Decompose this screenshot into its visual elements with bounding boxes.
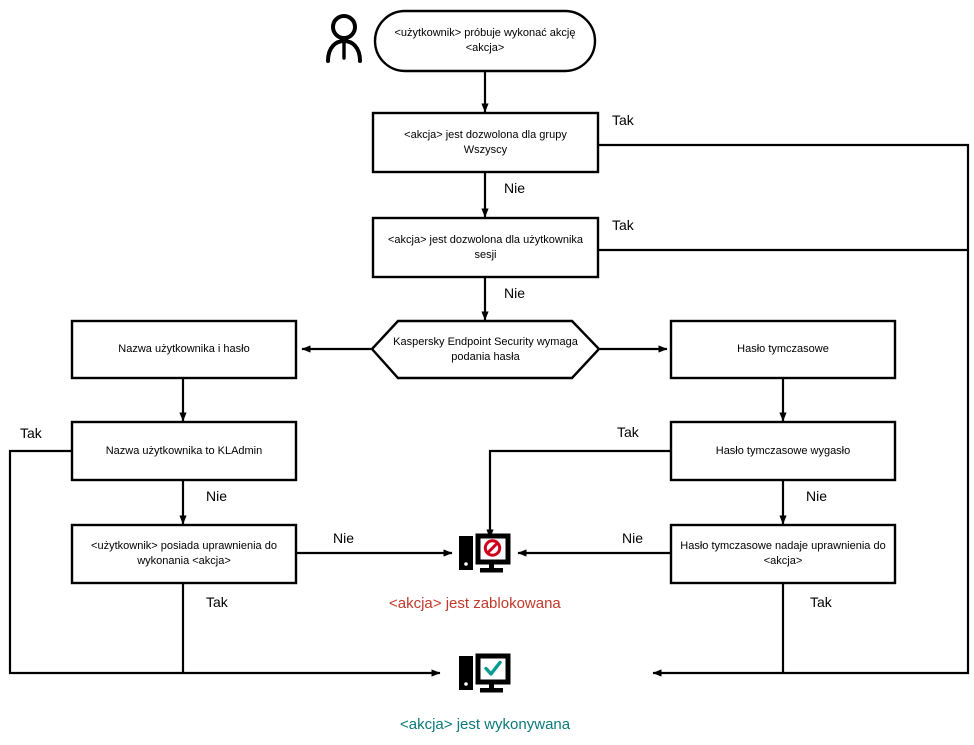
edge-allowed-everyone-yes xyxy=(598,143,970,677)
edge-label-grants-no: Nie xyxy=(622,530,644,546)
node-hexagon-shape xyxy=(370,319,601,380)
node-expired-shape xyxy=(669,420,897,482)
edge-label-allowed-everyone-yes: Tak xyxy=(612,112,634,128)
edge-label-permissions-yes: Tak xyxy=(206,594,228,610)
edge-kladmin-yes xyxy=(8,449,441,677)
node-kladmin-shape xyxy=(70,420,298,482)
edge-expired-yes-to-blocked xyxy=(486,449,671,539)
edge-label-allowed-session-yes: Tak xyxy=(612,217,634,233)
edge-label-expired-yes: Tak xyxy=(617,424,639,440)
node-username-password-shape xyxy=(70,319,298,380)
edge-label-kladmin-yes: Tak xyxy=(20,425,42,441)
node-grants-shape xyxy=(669,523,897,585)
user-icon xyxy=(326,14,362,63)
edge-label-expired-no: Nie xyxy=(806,488,828,504)
node-start-shape xyxy=(373,9,597,73)
edge-label-kladmin-no: Nie xyxy=(206,488,228,504)
computer-blocked-icon xyxy=(459,533,511,573)
computer-allowed-icon xyxy=(459,653,511,693)
node-allowed-everyone-shape xyxy=(371,111,600,174)
edge-label-grants-yes: Tak xyxy=(810,594,832,610)
node-allowed-session-shape xyxy=(371,216,600,279)
edge-label-allowed-everyone-no: Nie xyxy=(504,180,526,196)
outcome-executed-label: <akcja> jest wykonywana xyxy=(400,716,571,733)
outcome-blocked-label: <akcja> jest zablokowana xyxy=(389,595,561,612)
node-temporary-password-shape xyxy=(669,319,897,380)
edge-label-allowed-session-no: Nie xyxy=(504,285,526,301)
edge-label-permissions-no: Nie xyxy=(333,530,355,546)
node-permissions-shape xyxy=(70,523,298,585)
